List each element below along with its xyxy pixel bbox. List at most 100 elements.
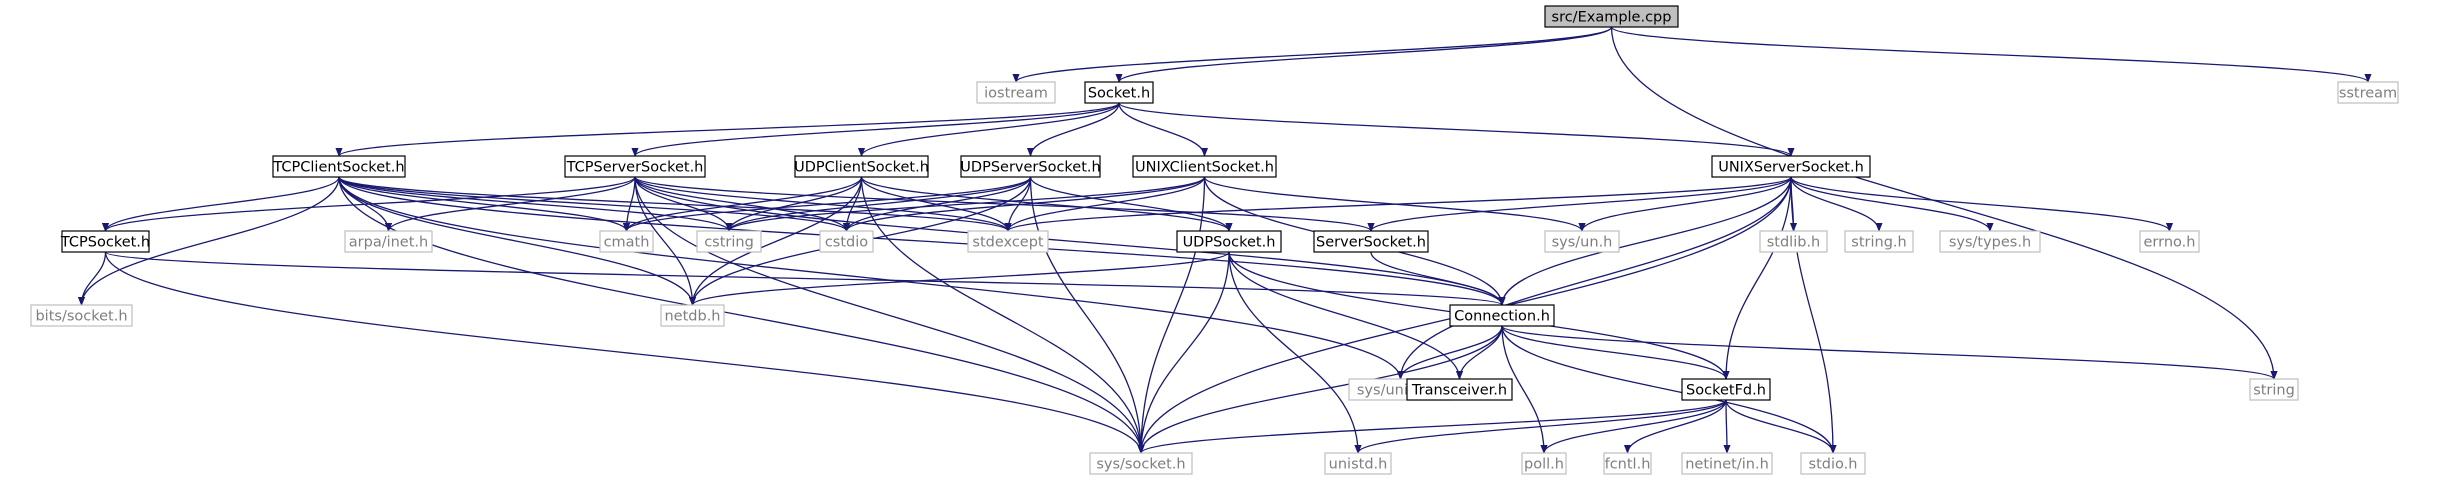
node-tcpsocket[interactable]: TCPSocket.h: [60, 230, 150, 253]
node-tcpserver[interactable]: TCPServerSocket.h: [564, 155, 706, 178]
node-cmath-box: [599, 230, 654, 253]
edge-example-to-string: [1610, 26, 2278, 380]
edge-socket_h-to-udpclient: [857, 102, 1120, 157]
edge-tcpclient-to-stdexcept: [338, 176, 1012, 232]
node-unixclient-label: UNIXClientSocket.h: [1135, 160, 1274, 176]
node-syssocket: sys/socket.h: [1089, 452, 1193, 475]
node-unixserver-label: UNIXServerSocket.h: [1718, 160, 1864, 176]
node-tcpclient[interactable]: TCPClientSocket.h: [272, 155, 406, 178]
edge-connection-to-poll: [1501, 325, 1548, 454]
edge-socketfd-to-stdio: [1725, 399, 1837, 454]
edge-udpclient-to-udpsocket: [860, 176, 1233, 232]
node-sstream: sstream: [2337, 81, 2399, 104]
node-transceiver-box: [1406, 378, 1513, 401]
node-udpserver[interactable]: UDPServerSocket.h: [960, 155, 1101, 178]
node-poll: poll.h: [1521, 452, 1567, 475]
edge-socketfd-to-netinet: [1723, 399, 1731, 454]
edge-unixserver-to-socketfd: [1722, 176, 1792, 380]
edge-tcpsocket-to-connection: [104, 251, 1506, 306]
node-tcpserver-label: TCPServerSocket.h: [566, 160, 704, 176]
node-cmath: cmath: [599, 230, 654, 253]
node-stringh-box: [1844, 230, 1914, 253]
edge-udpserver-to-udpsocket: [1029, 176, 1233, 232]
node-fcntl: fcntl.h: [1603, 452, 1652, 475]
edge-tcpclient-to-bitssocket: [77, 176, 340, 306]
edge-udpclient-to-syssocket: [860, 176, 1145, 454]
edge-udpserver-to-syssocket: [1029, 176, 1145, 454]
node-poll-label: poll.h: [1524, 457, 1564, 473]
node-unistd-label: unistd.h: [1329, 457, 1388, 473]
node-connection-label: Connection.h: [1454, 309, 1550, 325]
edge-example-to-socket_h: [1115, 26, 1613, 83]
edge-socket_h-to-udpserver: [1026, 102, 1120, 157]
node-stringh-label: string.h: [1851, 235, 1906, 251]
node-sstream-box: [2337, 81, 2399, 104]
node-socketfd-box: [1681, 378, 1771, 401]
node-stdexcept: stdexcept: [967, 230, 1049, 253]
edge-tcpclient-to-cmath: [338, 176, 631, 232]
edge-socketfd-to-fcntl: [1623, 399, 1727, 454]
node-unixserver[interactable]: UNIXServerSocket.h: [1711, 155, 1871, 178]
edge-tcpserver-to-arpa: [384, 176, 636, 232]
node-udpsocket[interactable]: UDPSocket.h: [1176, 230, 1282, 253]
edge-socket_h-to-unixserver: [1118, 102, 1795, 157]
edge-tcpsocket-to-syssocket: [104, 251, 1145, 454]
node-udpsocket-label: UDPSocket.h: [1183, 235, 1276, 251]
edge-socket_h-to-unixclient: [1118, 102, 1209, 157]
node-syssocket-label: sys/socket.h: [1096, 457, 1185, 473]
node-fcntl-label: fcntl.h: [1605, 457, 1651, 473]
node-bitssocket-label: bits/socket.h: [35, 309, 127, 325]
node-arpa-box: [344, 230, 433, 253]
edge-tcpserver-to-netdb: [634, 176, 697, 306]
edge-unixclient-to-cstring: [725, 176, 1206, 232]
node-transceiver-label: Transceiver.h: [1411, 383, 1507, 399]
edge-unixserver-to-serversocket: [1367, 176, 1792, 232]
edge-unixserver-to-stdio: [1790, 176, 1837, 454]
node-cstdio-label: cstdio: [825, 235, 868, 251]
node-example[interactable]: src/Example.cpp: [1544, 5, 1679, 28]
node-errno: errno.h: [2139, 230, 2200, 253]
node-tcpclient-label: TCPClientSocket.h: [272, 160, 404, 176]
edge-connection-to-string: [1501, 325, 2278, 380]
node-unixclient[interactable]: UNIXClientSocket.h: [1132, 155, 1277, 178]
node-errno-box: [2139, 230, 2200, 253]
node-socketfd[interactable]: SocketFd.h: [1681, 378, 1771, 401]
node-cstring-label: cstring: [704, 235, 754, 251]
node-stdlib-label: stdlib.h: [1767, 235, 1821, 251]
node-udpclient-box: [794, 155, 929, 178]
node-transceiver[interactable]: Transceiver.h: [1406, 378, 1513, 401]
node-systypes-box: [1939, 230, 2041, 253]
edge-tcpsocket-to-bitssocket: [77, 251, 107, 306]
node-sysun-box: [1544, 230, 1620, 253]
node-string-label: string: [2253, 383, 2295, 399]
node-udpclient[interactable]: UDPClientSocket.h: [794, 155, 929, 178]
node-tcpclient-box: [272, 155, 406, 178]
node-udpsocket-box: [1176, 230, 1282, 253]
edge-tcpclient-to-connection: [338, 176, 1506, 306]
node-connection[interactable]: Connection.h: [1449, 304, 1555, 327]
node-udpclient-label: UDPClientSocket.h: [794, 160, 929, 176]
edge-udpclient-to-cstring: [725, 176, 863, 232]
node-cstdio-box: [819, 230, 874, 253]
node-cstring: cstring: [696, 230, 762, 253]
node-serversocket[interactable]: ServerSocket.h: [1313, 230, 1429, 253]
edge-socketfd-to-poll: [1540, 399, 1727, 454]
edge-unixclient-to-syssocket: [1137, 176, 1206, 454]
node-example-box: [1544, 5, 1679, 28]
edge-connection-to-sysunistd: [1396, 325, 1503, 380]
node-socket_h[interactable]: Socket.h: [1084, 81, 1154, 104]
node-tcpserver-box: [564, 155, 706, 178]
node-stringh: string.h: [1844, 230, 1914, 253]
node-serversocket-box: [1313, 230, 1429, 253]
node-netinet: netinet/in.h: [1681, 452, 1773, 475]
node-iostream-box: [976, 81, 1056, 104]
node-stdexcept-label: stdexcept: [972, 235, 1044, 251]
edge-connection-to-syssocket: [1137, 325, 1503, 454]
node-errno-label: errno.h: [2144, 235, 2196, 251]
node-cstdio: cstdio: [819, 230, 874, 253]
node-serversocket-label: ServerSocket.h: [1316, 235, 1426, 251]
node-sysun-label: sys/un.h: [1552, 235, 1613, 251]
node-sysun: sys/un.h: [1544, 230, 1620, 253]
node-socket_h-label: Socket.h: [1088, 86, 1150, 102]
